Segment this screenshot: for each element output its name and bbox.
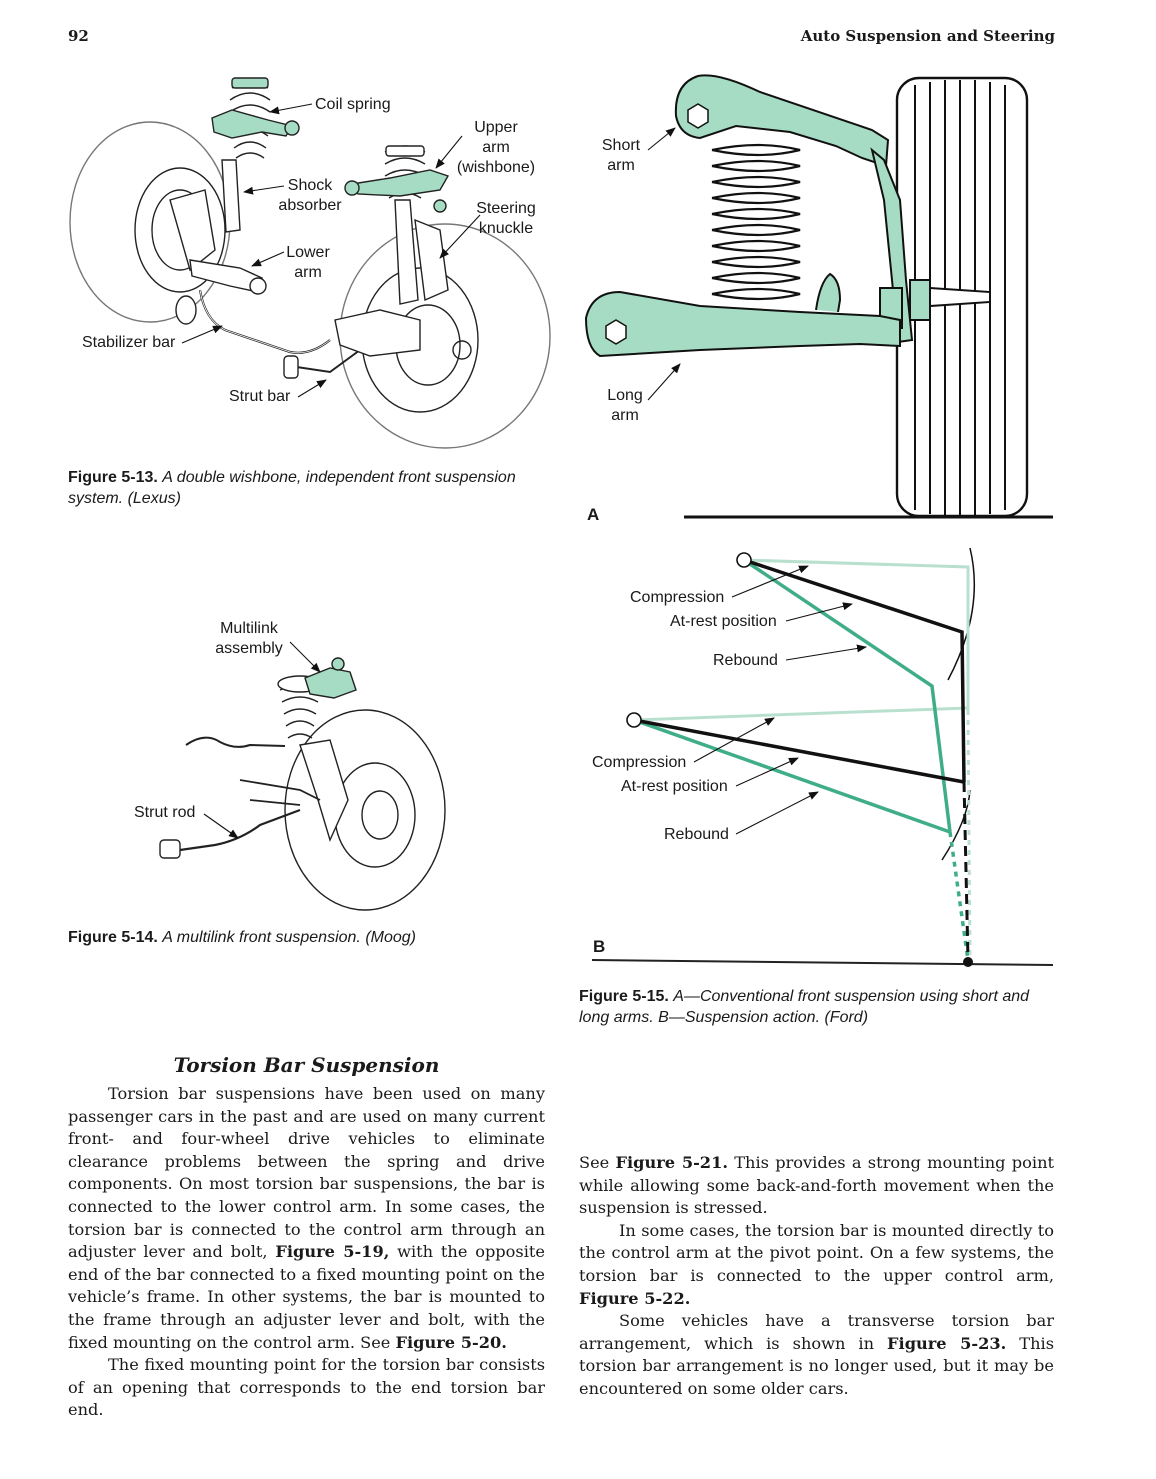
fig14-illustration [159,657,446,911]
lower-pivot [626,712,642,728]
rebound-position-upper [743,558,952,833]
label-rebound-upper: Rebound [713,652,778,669]
panel-a-label: A [587,505,600,524]
body-column-right: See Figure 5-21. This provides a strong … [579,1152,1054,1401]
figure-reference: Figure 5-22. [579,1288,691,1308]
figure-5-15-caption: Figure 5-15. A—Conventional front suspen… [579,986,1059,1028]
label-long-arm: Long arm [607,387,643,424]
body-text: See [579,1153,610,1172]
compression-position-upper [743,558,970,710]
fig15b-leaders [693,565,867,835]
figure-reference: Figure 5-23. [887,1333,1007,1353]
figures-artwork [69,74,1054,967]
multilink-tire [284,709,446,911]
label-steering-knuckle: Steering knuckle [476,200,536,237]
fig15b-diagram [591,547,1054,967]
label-multilink-assembly: Multilink assembly [215,620,283,657]
figure-5-15-caption-label: Figure 5-15. [579,988,669,1005]
upper-pivot [736,552,752,568]
strut-bar [289,349,361,374]
right-coil-spring [384,145,426,199]
body-text: Torsion bar suspensions have been used o… [68,1084,545,1262]
fig15a-leaders [647,127,681,401]
compression-position-lower [633,706,969,722]
paragraph: In some cases, the torsion bar is mounte… [579,1220,1054,1310]
label-compression-upper: Compression [630,589,725,606]
paragraph: The fixed mounting point for the torsion… [68,1354,545,1422]
label-strut-rod: Strut rod [134,804,196,821]
figure-5-15-caption-text: A—Conventional front suspension using sh… [579,988,1030,1026]
rebound-position-lower [633,718,951,834]
figure-reference: Figure 5-21. [615,1153,728,1172]
short-arm [674,74,890,168]
strut-rod [179,808,301,852]
ground-contact [963,957,973,967]
figure-5-13-caption-text: A double wishbone, independent front sus… [68,469,516,507]
figure-5-13-caption-label: Figure 5-13. [68,469,158,486]
at-rest-position-lower [633,718,965,784]
body-text: This provides a strong mounting point wh… [579,1153,1054,1218]
paragraph: Some vehicles have a transverse torsion … [579,1310,1054,1400]
label-rebound-lower: Rebound [664,826,729,843]
label-stabilizer-bar: Stabilizer bar [82,334,176,351]
label-coil-spring: Coil spring [315,96,391,113]
body-text: In some cases, the torsion bar is mounte… [579,1220,1054,1285]
body-text: with the opposite end of the bar connect… [68,1242,545,1352]
figure-5-13-caption: Figure 5-13. A double wishbone, independ… [68,467,558,509]
fig13-illustration [69,77,551,449]
label-at-rest-upper: At-rest position [670,613,777,630]
fig15b-ground [591,959,1054,966]
paragraph: Torsion bar suspensions have been used o… [68,1083,545,1354]
figure-5-14-caption-text: A multilink front suspension. (Moog) [162,929,416,946]
running-title: Auto Suspension and Steering [800,27,1055,45]
label-compression-lower: Compression [592,754,687,771]
label-shock-absorber: Shock absorber [278,177,342,214]
page-number: 92 [68,27,89,45]
body-text: This torsion bar arrangement is no longe… [579,1333,1055,1398]
figure-5-14-caption: Figure 5-14. A multilink front suspensio… [68,927,558,948]
fig13-leaders [181,103,481,398]
body-text: The fixed mounting point for the torsion… [68,1355,545,1420]
figure-reference: Figure 5-19, [275,1242,390,1262]
fig15a-coil-spring [711,143,801,301]
fig15a-illustration [584,74,1053,519]
panel-b-label: B [593,937,606,956]
figure-5-14-caption-label: Figure 5-14. [68,929,158,946]
label-lower-arm: Lower arm [286,244,330,281]
section-heading: Torsion Bar Suspension [173,1053,440,1077]
at-rest-position-upper [743,558,966,783]
label-upper-arm: Upper arm (wishbone) [456,119,536,176]
paragraph: See Figure 5-21. This provides a strong … [579,1152,1054,1220]
label-strut-bar: Strut bar [229,388,291,405]
fig14-leaders [203,641,321,839]
long-arm [584,290,901,358]
body-column-left: Torsion bar suspensions have been used o… [68,1083,545,1422]
figure-reference: Figure 5-20. [395,1332,507,1352]
body-text: Some vehicles have a transverse torsion … [579,1311,1054,1353]
label-at-rest-lower: At-rest position [621,778,728,795]
label-short-arm: Short arm [601,137,641,174]
